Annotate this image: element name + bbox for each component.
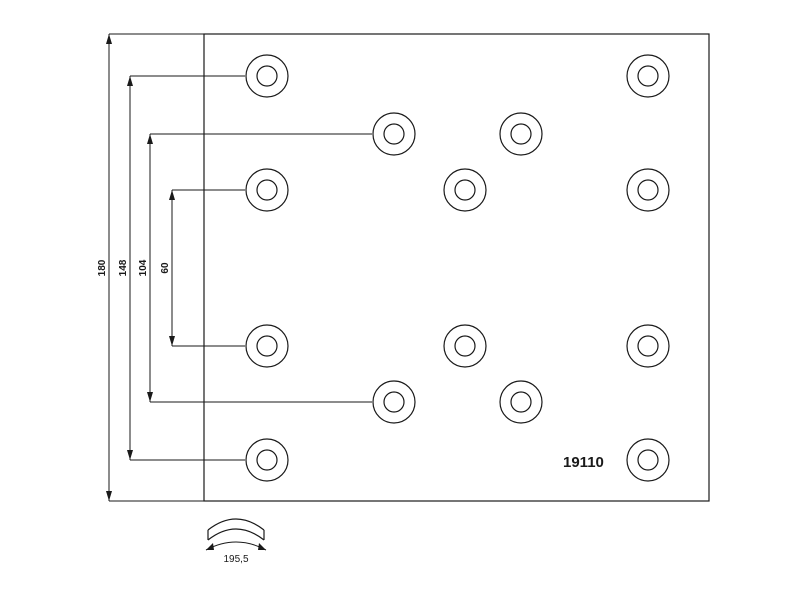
rivet-hole bbox=[443, 168, 487, 212]
dimension-label-60: 60 bbox=[160, 262, 171, 274]
rivet-hole bbox=[443, 324, 487, 368]
dimension-label-180: 180 bbox=[97, 259, 108, 276]
arc-curvature-symbol: 195,5 bbox=[205, 518, 267, 565]
rivet-hole bbox=[626, 168, 670, 212]
lining-plate-outline bbox=[203, 33, 710, 502]
dimension-label-148: 148 bbox=[118, 259, 129, 276]
dimension-outer-holes: 148 bbox=[118, 75, 245, 461]
arc-length-label: 195,5 bbox=[223, 554, 248, 565]
dimension-inner-holes: 60 bbox=[160, 189, 245, 347]
rivet-hole bbox=[372, 112, 416, 156]
rivet-hole bbox=[372, 380, 416, 424]
rivet-hole bbox=[626, 54, 670, 98]
rivet-hole bbox=[499, 380, 543, 424]
rivet-holes bbox=[245, 54, 670, 482]
rivet-hole bbox=[626, 438, 670, 482]
rivet-hole bbox=[245, 168, 289, 212]
rivet-hole bbox=[499, 112, 543, 156]
part-number-label: 19110 bbox=[563, 454, 604, 471]
rivet-hole bbox=[245, 324, 289, 368]
rivet-hole bbox=[245, 438, 289, 482]
dimension-overall-height: 180 bbox=[97, 33, 204, 502]
dimension-offset-holes: 104 bbox=[138, 133, 372, 403]
rivet-hole bbox=[245, 54, 289, 98]
rivet-hole bbox=[626, 324, 670, 368]
dimension-label-104: 104 bbox=[138, 259, 149, 276]
